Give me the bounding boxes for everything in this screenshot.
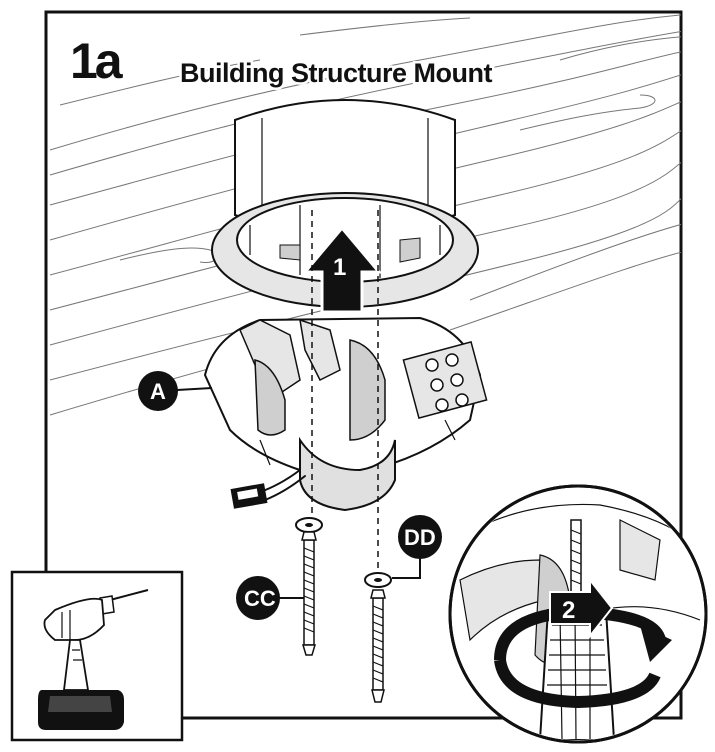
callout-dd-label: DD <box>404 525 436 550</box>
washer-left <box>295 517 323 533</box>
screw-cc <box>301 531 317 656</box>
mount-bracket <box>203 316 488 512</box>
tool-inset <box>10 570 184 742</box>
screw-dd <box>370 589 386 703</box>
rotate-arrow-label: 2 <box>562 597 575 624</box>
callout-cc: CC <box>236 576 304 620</box>
lift-arrow-label: 1 <box>333 254 346 281</box>
rotate-arrow-pointer <box>549 577 614 639</box>
drill-icon <box>38 589 149 730</box>
cable-connector <box>230 469 306 509</box>
callout-cc-label: CC <box>244 586 276 611</box>
callout-a: A <box>138 371 213 411</box>
lift-arrow: 1 <box>301 225 383 314</box>
step-title: Building Structure Mount <box>180 58 492 88</box>
callout-dd: DD <box>392 515 442 579</box>
washer-right <box>364 572 392 588</box>
zoom-detail: 2 <box>448 484 708 744</box>
callout-a-label: A <box>150 379 166 404</box>
step-number: 1a <box>70 33 124 89</box>
ceiling-wood-grain <box>49 14 681 416</box>
terminal-block <box>402 341 488 419</box>
